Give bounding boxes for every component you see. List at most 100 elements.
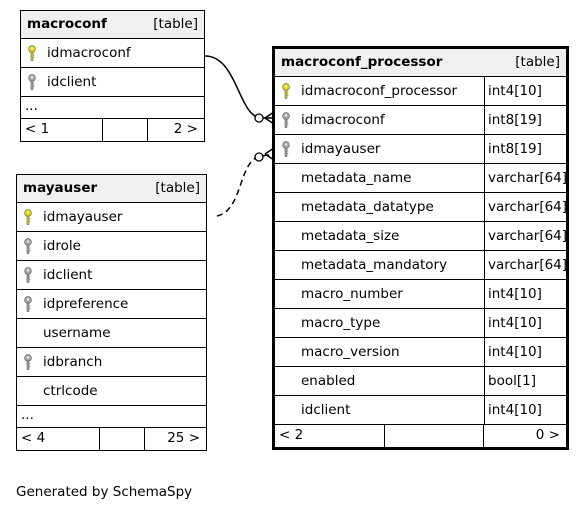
column-row[interactable]: idmacroconf int8[19] — [275, 106, 566, 135]
generated-by-label: Generated by SchemaSpy — [16, 484, 193, 500]
column-row[interactable]: ctrlcode — [17, 377, 206, 406]
column-name-cell: macro_type — [275, 309, 484, 337]
column-name-cell: username — [17, 319, 206, 347]
column-name: username — [43, 325, 111, 341]
table-macroconf-processor[interactable]: macroconf_processor [table] idmacroconf_… — [272, 46, 569, 450]
column-name: idmacroconf_processor — [301, 83, 458, 99]
column-row[interactable]: macro_type int4[10] — [275, 309, 566, 338]
column-row[interactable]: macro_version int4[10] — [275, 338, 566, 367]
column-name-cell: metadata_mandatory — [275, 251, 484, 279]
column-row[interactable]: idmacroconf — [21, 39, 204, 68]
column-name: enabled — [301, 373, 356, 389]
column-name-cell: idmayauser — [275, 135, 484, 163]
column-row[interactable]: metadata_mandatory varchar[64] — [275, 251, 567, 280]
column-type: int8[19] — [484, 106, 566, 134]
column-name: idmayauser — [43, 209, 123, 225]
column-type: varchar[64] — [484, 251, 567, 279]
column-name-cell: idmacroconf — [275, 106, 484, 134]
column-name: idclient — [301, 402, 351, 418]
column-row[interactable]: idmayauser int8[19] — [275, 135, 566, 164]
column-type: int4[10] — [484, 338, 566, 366]
footer-spacer — [100, 428, 145, 450]
column-type: varchar[64] — [484, 164, 567, 192]
relationship-macroconf — [204, 55, 274, 119]
column-name-cell: idclient — [21, 68, 204, 96]
column-name-cell: metadata_datatype — [275, 193, 484, 221]
column-type: bool[1] — [484, 367, 566, 395]
column-name-cell: idbranch — [17, 348, 206, 376]
column-name-cell: idrole — [17, 232, 206, 260]
column-row[interactable]: metadata_datatype varchar[64] — [275, 193, 567, 222]
column-name: idrole — [43, 238, 81, 254]
column-row[interactable]: idmacroconf_processor int4[10] — [275, 77, 566, 106]
column-row[interactable]: enabled bool[1] — [275, 367, 566, 396]
footer-spacer — [103, 119, 148, 141]
column-row[interactable]: idmayauser — [17, 203, 206, 232]
children-count[interactable]: < 2 — [275, 425, 385, 447]
parents-count[interactable]: 25 > — [167, 430, 200, 446]
foreign-key-icon — [24, 354, 32, 370]
foreign-key-icon — [282, 141, 290, 157]
column-type: int4[10] — [484, 309, 566, 337]
column-row[interactable]: idrole — [17, 232, 206, 261]
column-row[interactable]: idclient int4[10] — [275, 396, 566, 425]
column-row[interactable]: idclient — [17, 261, 206, 290]
column-name-cell: idclient — [275, 396, 484, 424]
column-name: idpreference — [43, 296, 129, 312]
table-footer: < 2 0 > — [275, 425, 566, 447]
primary-key-icon — [28, 45, 36, 61]
column-name: metadata_datatype — [301, 199, 434, 215]
relationship-mayauser — [216, 153, 275, 217]
table-footer: < 4 25 > — [17, 428, 206, 450]
column-name-cell: macro_number — [275, 280, 484, 308]
column-name: idclient — [47, 74, 97, 90]
relationship-macroconf-optional-marker — [254, 113, 264, 123]
column-name-cell: idmacroconf — [21, 39, 204, 67]
column-row[interactable]: idclient — [21, 68, 204, 97]
column-name-cell: ctrlcode — [17, 377, 206, 405]
table-type-label: [table] — [155, 180, 200, 196]
table-footer: < 1 2 > — [21, 119, 204, 141]
column-type: int4[10] — [484, 396, 566, 424]
column-type: varchar[64] — [484, 193, 567, 221]
primary-key-icon — [282, 83, 290, 99]
column-row[interactable]: idbranch — [17, 348, 206, 377]
column-name-cell: enabled — [275, 367, 484, 395]
column-type: int8[19] — [484, 135, 566, 163]
column-name: idclient — [43, 267, 93, 283]
column-row[interactable]: metadata_name varchar[64] — [275, 164, 567, 193]
column-name: macro_version — [301, 344, 400, 360]
children-count[interactable]: < 4 — [17, 428, 100, 450]
column-name-cell: idpreference — [17, 290, 206, 318]
table-type-label: [table] — [515, 54, 560, 70]
column-name: macro_type — [301, 315, 381, 331]
column-type: int4[10] — [484, 77, 566, 105]
more-columns-ellipsis: ... — [21, 97, 204, 119]
children-count[interactable]: < 1 — [21, 119, 103, 141]
column-name: idmacroconf — [301, 112, 385, 128]
parents-count[interactable]: 2 > — [173, 121, 198, 137]
column-name-cell: idmayauser — [17, 203, 206, 231]
column-name: idmacroconf — [47, 45, 131, 61]
column-row[interactable]: username — [17, 319, 206, 348]
parents-count[interactable]: 0 > — [535, 427, 560, 443]
table-mayauser[interactable]: mayauser [table] idmayauser idrole idclien… — [16, 174, 207, 451]
foreign-key-icon — [28, 74, 36, 90]
column-name-cell: metadata_size — [275, 222, 484, 250]
column-name: metadata_name — [301, 170, 412, 186]
primary-key-icon — [24, 209, 32, 225]
column-name-cell: idmacroconf_processor — [275, 77, 484, 105]
table-header: mayauser [table] — [17, 175, 206, 203]
column-name: idmayauser — [301, 141, 381, 157]
column-name: metadata_mandatory — [301, 257, 448, 273]
column-row[interactable]: idpreference — [17, 290, 206, 319]
foreign-key-icon — [24, 238, 32, 254]
table-name: mayauser — [23, 180, 98, 196]
column-name: macro_number — [301, 286, 403, 302]
column-name-cell: metadata_name — [275, 164, 484, 192]
column-type: varchar[64] — [484, 222, 567, 250]
foreign-key-icon — [24, 296, 32, 312]
